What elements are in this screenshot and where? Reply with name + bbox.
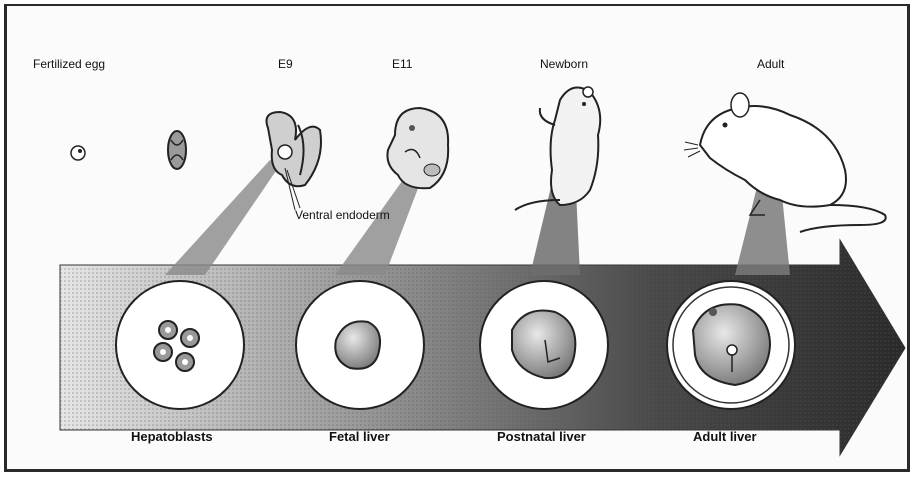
hepatoblasts-circle: [116, 281, 244, 409]
e11-embryo-icon: [387, 108, 448, 188]
label-fertilized-egg: Fertilized egg: [33, 57, 105, 71]
label-newborn: Newborn: [540, 57, 588, 71]
early-embryo-icon: [168, 131, 186, 169]
magnification-cones: [165, 160, 790, 275]
label-ventral-endoderm: Ventral endoderm: [295, 208, 390, 222]
e9-embryo-icon: [267, 112, 322, 210]
label-e9: E9: [278, 57, 293, 71]
label-fetal-liver: Fetal liver: [329, 429, 390, 444]
label-adult-liver: Adult liver: [693, 429, 757, 444]
label-hepatoblasts: Hepatoblasts: [131, 429, 213, 444]
adult-liver-circle: [667, 281, 795, 409]
label-postnatal-liver: Postnatal liver: [497, 429, 586, 444]
newborn-mouse-icon: [515, 87, 600, 210]
fetal-liver-circle: [296, 281, 424, 409]
postnatal-liver-circle: [480, 281, 608, 409]
adult-mouse-icon: [684, 93, 886, 232]
fertilized-egg-icon: [71, 146, 85, 160]
label-e11: E11: [392, 57, 412, 71]
label-adult: Adult: [757, 57, 784, 71]
